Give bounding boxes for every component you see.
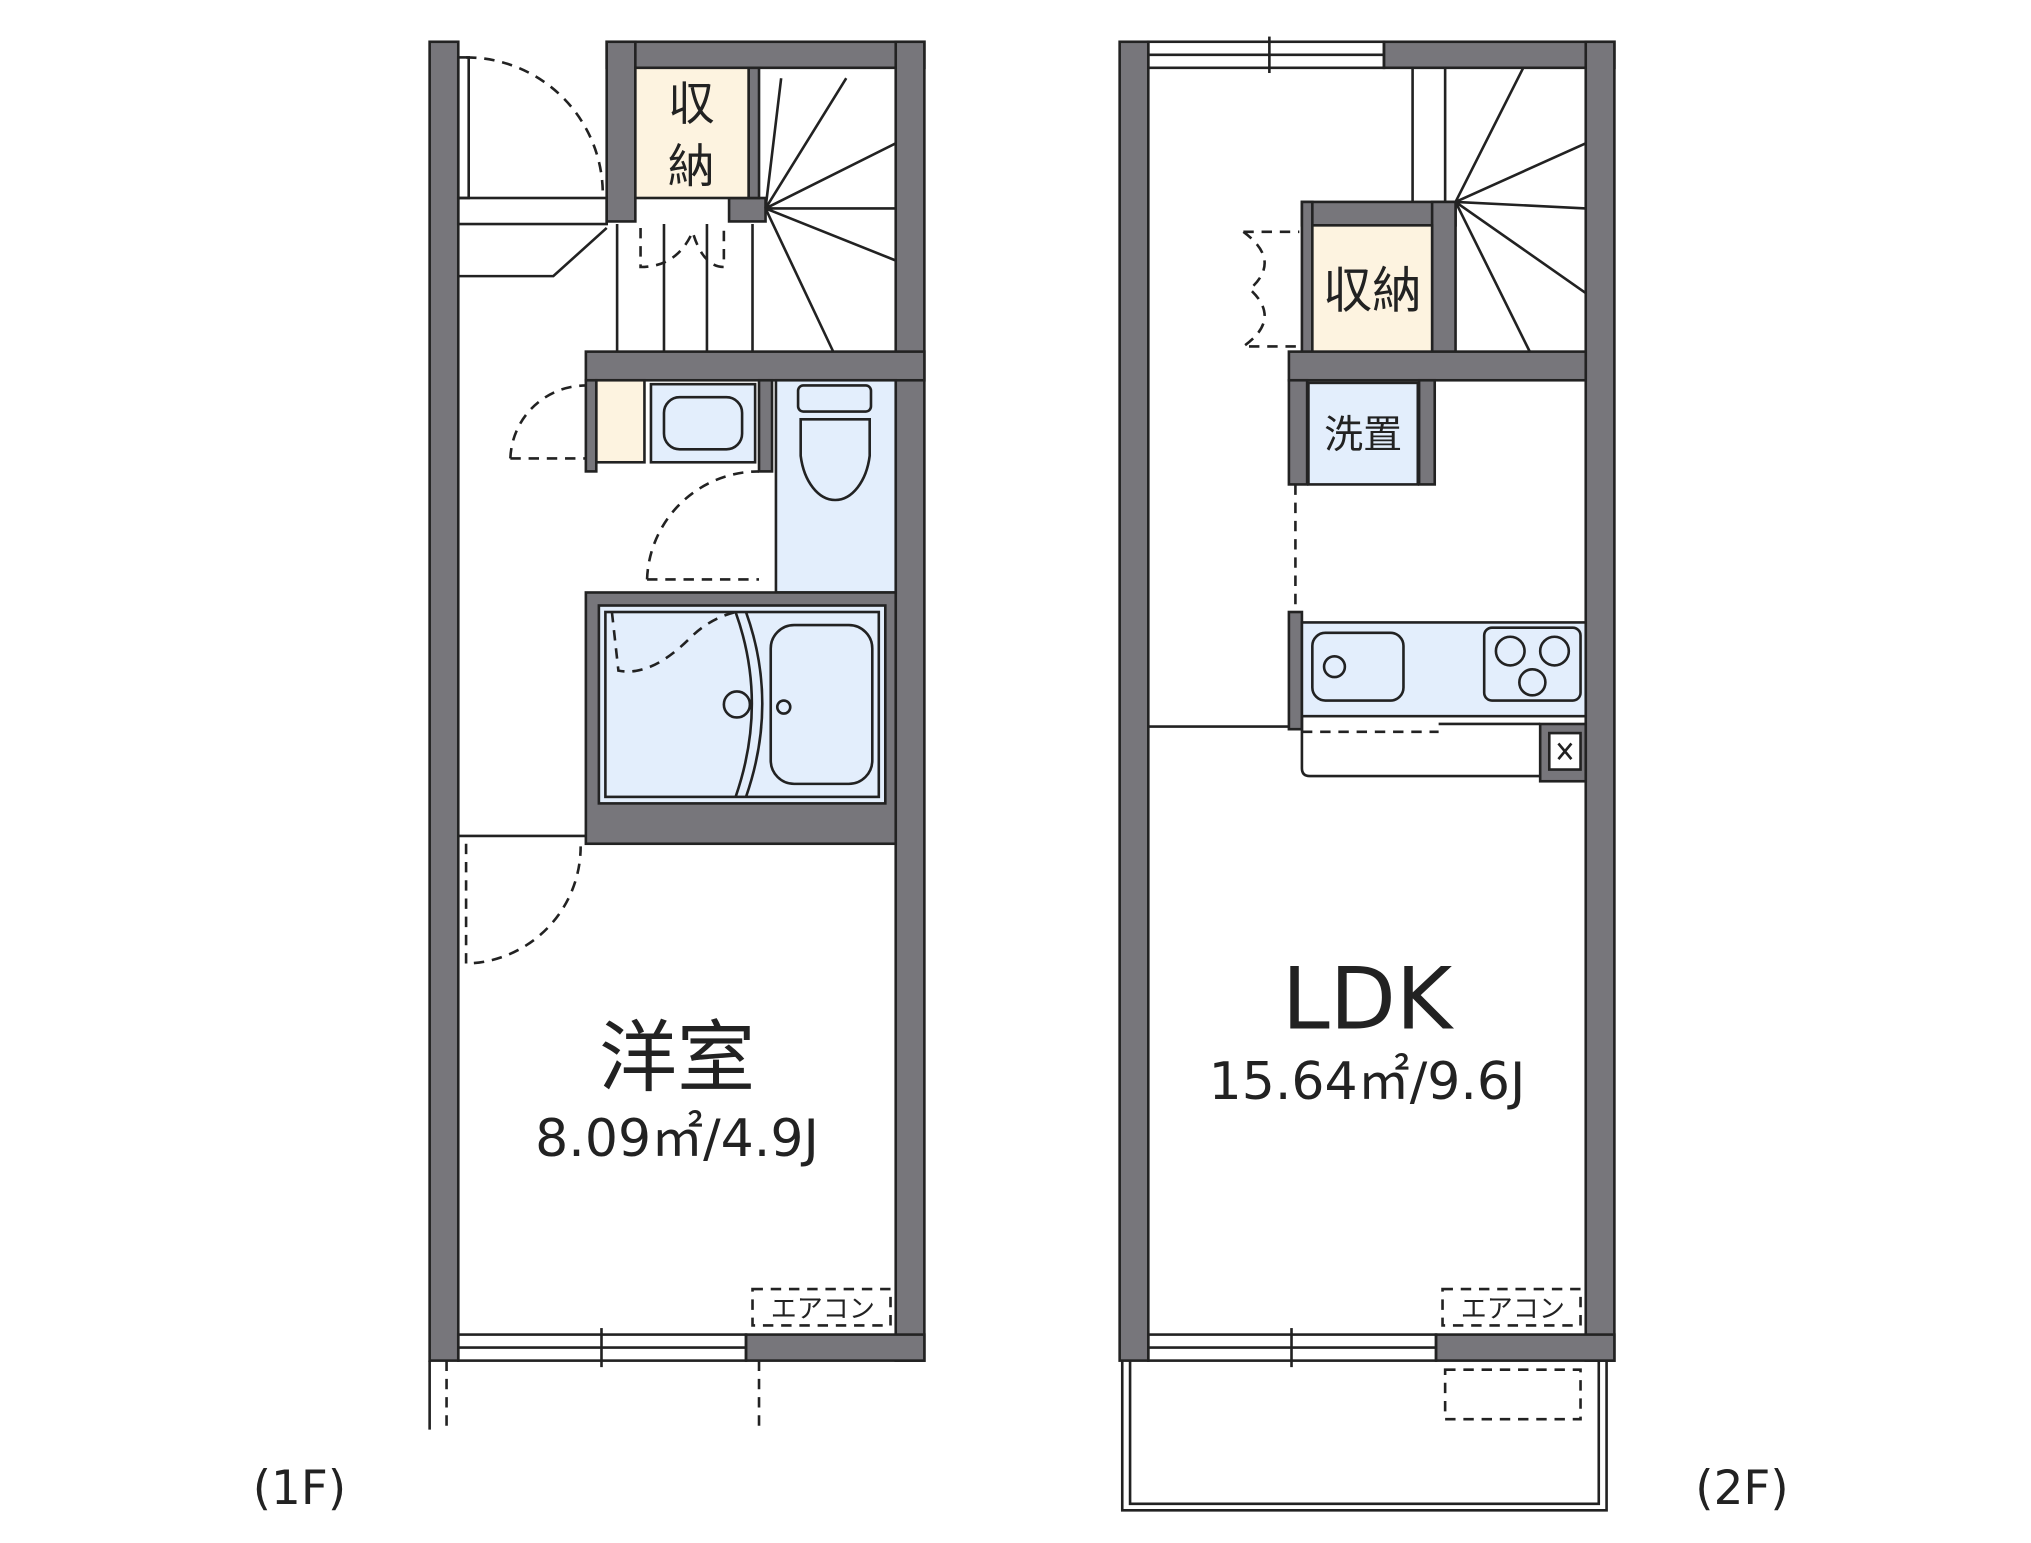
- wall-left-1f: [428, 40, 460, 1362]
- storage-1f: [634, 66, 750, 200]
- floor-1f: 収 納: [253, 40, 926, 1516]
- aircon-2f: [1441, 1287, 1582, 1327]
- room-size-2f: 15.64㎡/9.6J: [1209, 1052, 1526, 1112]
- storage-2f: [1311, 224, 1434, 356]
- wall-right-1f: [894, 40, 926, 1362]
- bath-door[interactable]: [610, 610, 736, 673]
- svg-text:収: 収: [668, 78, 715, 132]
- staircase-1f: [615, 77, 897, 353]
- floor-label-1f: (1F): [253, 1462, 346, 1516]
- window-2f-bottom: [1146, 1328, 1438, 1368]
- bathtub: [769, 623, 874, 786]
- washroom-door[interactable]: [645, 470, 760, 581]
- closet-door[interactable]: [509, 384, 586, 460]
- svg-text:収納: 収納: [1323, 261, 1422, 319]
- entry-door[interactable]: [466, 56, 605, 196]
- sink: [1311, 631, 1405, 702]
- window-1f: [456, 1328, 748, 1368]
- room-door-1f[interactable]: [464, 843, 582, 965]
- aircon-1f: [751, 1287, 892, 1327]
- svg-text:エアコン: エアコン: [1461, 1295, 1565, 1325]
- wall-left-2f: [1118, 40, 1150, 1362]
- stove: [1482, 626, 1582, 702]
- svg-text:洗置: 洗置: [1324, 413, 1402, 458]
- window-2f-top: [1146, 36, 1386, 74]
- staircase-2f: [1411, 67, 1587, 353]
- bathroom: [597, 604, 887, 805]
- room-name-2f: LDK: [1282, 950, 1455, 1050]
- floor-2f: 収納 洗置 エアコン LDK 15.6: [1118, 36, 1789, 1516]
- wall-right-2f: [1584, 40, 1616, 1362]
- balcony: [1120, 1360, 1608, 1512]
- shoe-storage: [594, 378, 646, 464]
- floor-label-2f: (2F): [1695, 1462, 1788, 1516]
- laundry-space: [1307, 381, 1420, 486]
- toilet-icon: [799, 418, 871, 502]
- svg-text:納: 納: [668, 140, 715, 194]
- closet-door-2f[interactable]: [1239, 230, 1300, 348]
- svg-text:エアコン: エアコン: [771, 1295, 875, 1325]
- room-name-1f: 洋室: [599, 1013, 755, 1104]
- toilet-tank: [796, 384, 873, 413]
- room-size-1f: 8.09㎡/4.9J: [535, 1109, 819, 1169]
- wall-top-1f: [605, 40, 926, 70]
- toilet-room: [774, 378, 898, 594]
